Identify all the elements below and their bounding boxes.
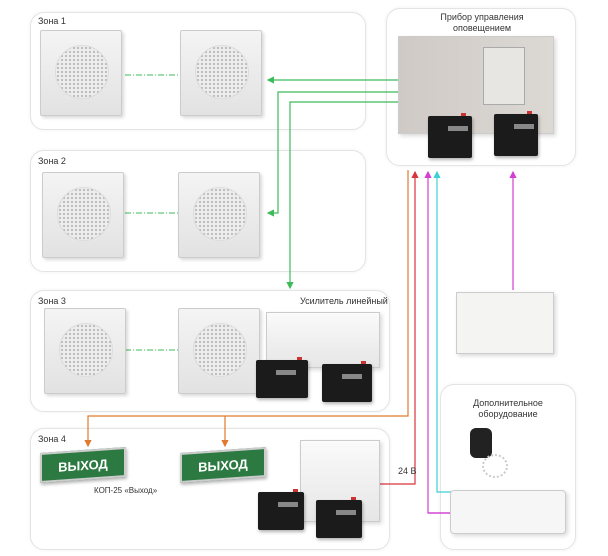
additional-title-line1: Дополнительное [473,398,543,408]
zone-3-label: Зона 3 [38,296,66,306]
panel-title-line2: оповещением [452,23,512,33]
additional-title-line2: оборудование [478,409,538,419]
microphone-icon [470,428,492,458]
zone-2-label: Зона 2 [38,156,66,166]
speaker [40,30,122,116]
battery [322,361,372,402]
microphone-cord [482,454,508,478]
amplifier-device [266,312,380,368]
speaker [178,308,260,394]
battery [316,497,362,538]
exit-sign: ВЫХОД [180,446,266,484]
line-panel-amplifier [286,101,398,290]
speaker [180,30,262,116]
panel-title: Прибор управления оповещением [430,12,534,34]
zone-4-label: Зона 4 [38,434,66,444]
battery [258,489,304,530]
panel-front [483,47,525,105]
speaker [44,308,126,394]
line-panel-zone2 [266,91,398,217]
microphone-console [450,490,566,534]
line-power-panel [380,170,419,485]
battery [256,357,308,398]
battery [494,111,538,156]
speaker [42,172,124,258]
keypad-device [456,292,554,354]
panel-title-line1: Прибор управления [440,12,524,22]
battery [428,113,472,158]
exit-sign-model: КОП-25 «Выход» [94,486,158,495]
control-panel-device [398,36,554,134]
line-panel-exit1 [84,170,409,448]
additional-title: Дополнительное оборудование [458,398,558,420]
voltage-label: 24 В [398,466,417,476]
exit-sign: ВЫХОД [40,446,126,484]
zone-1-label: Зона 1 [38,16,66,26]
speaker [178,172,260,258]
amplifier-label: Усилитель линейный [300,296,388,306]
